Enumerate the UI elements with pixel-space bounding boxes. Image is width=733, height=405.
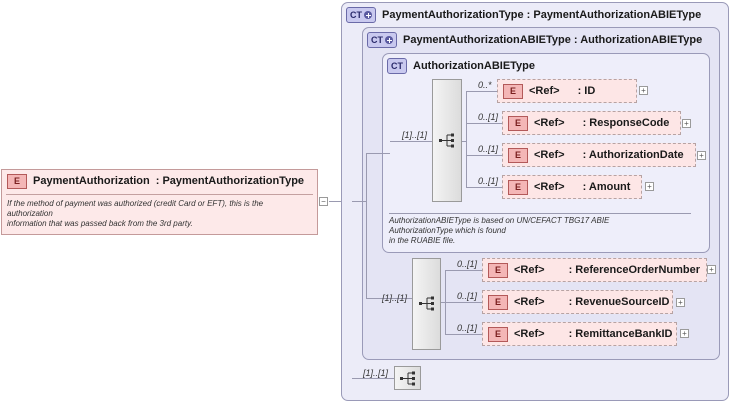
sequence-compositor[interactable] [412,258,441,350]
cardinality-label: [1]..[1] [363,368,389,378]
element-referenceordernumber[interactable]: E <Ref> : ReferenceOrderNumber [482,258,707,282]
expand-toggle[interactable]: + [639,86,648,95]
expand-toggle[interactable]: + [697,151,706,160]
expand-toggle[interactable]: + [680,329,689,338]
complex-type-icon: CT [346,7,376,23]
sequence-icon [400,371,415,386]
element-name: : RemittanceBankID [568,328,673,340]
cardinality-label: 0..[1] [478,144,499,154]
cardinality-label: 0..[1] [457,291,478,301]
connector-line [466,155,502,156]
connector-line [466,91,497,92]
connector-line [366,298,412,299]
cardinality-label: [1]..[1] [402,130,428,140]
element-name: : ID [577,85,596,97]
ref-label: <Ref> [529,85,560,97]
element-icon: E [7,173,27,189]
connector-line [352,201,366,202]
connector-line [352,378,394,379]
middle-type-title: PaymentAuthorizationABIEType : Authoriza… [403,34,703,46]
element-name: : ReferenceOrderNumber [568,264,701,276]
connector-line [466,187,502,188]
inner-description-line: in the RUABIE file. [389,236,456,245]
root-element-box[interactable]: E PaymentAuthorization : PaymentAuthoriz… [1,169,318,235]
element-remittancebankid[interactable]: E <Ref> : RemittanceBankID [482,322,677,346]
element-authorizationdate[interactable]: E <Ref> : AuthorizationDate [502,143,696,167]
collapse-toggle[interactable]: − [319,197,328,206]
connector-line [445,334,482,335]
ref-label: <Ref> [534,117,565,129]
divider [389,213,691,214]
element-id[interactable]: E <Ref> : ID [497,79,637,103]
cardinality-label: 0..[1] [478,112,499,122]
root-description-line: information that was passed back from th… [7,219,193,228]
element-name: : Amount [582,181,631,193]
sequence-icon [419,296,434,311]
connector-line [466,91,467,187]
element-icon: E [488,294,508,310]
connector-line [441,302,445,303]
expand-toggle[interactable]: + [707,265,716,274]
inner-description-line: AuthorizationType which is found [389,226,506,235]
ref-label: <Ref> [514,296,545,308]
connector-line [390,141,432,142]
cardinality-label: 0..[1] [457,259,478,269]
element-icon: E [488,326,508,342]
complex-type-icon: CT [387,58,407,74]
element-revenuesourceid[interactable]: E <Ref> : RevenueSourceID [482,290,673,314]
cardinality-label: [1]..[1] [382,293,408,303]
divider [6,194,313,195]
element-responsecode[interactable]: E <Ref> : ResponseCode [502,111,681,135]
connector-line [445,270,482,271]
inner-description-line: AuthorizationABIEType is based on UN/CEF… [389,216,610,225]
element-amount[interactable]: E <Ref> : Amount [502,175,642,199]
ref-label: <Ref> [534,181,565,193]
ref-label: <Ref> [534,149,565,161]
root-element-type: : PaymentAuthorizationType [155,175,305,187]
sequence-compositor[interactable] [432,79,462,202]
ref-label: <Ref> [514,328,545,340]
expand-toggle[interactable]: + [676,298,685,307]
cardinality-label: 0..* [478,80,492,90]
root-element-name: PaymentAuthorization [33,175,150,187]
connector-line [366,153,367,298]
element-name: : RevenueSourceID [568,296,670,308]
cardinality-label: 0..[1] [478,176,499,186]
expand-toggle[interactable]: + [645,182,654,191]
connector-line [445,302,482,303]
inner-type-title: AuthorizationABIEType [413,60,536,72]
outer-type-title: PaymentAuthorizationType : PaymentAuthor… [382,9,702,21]
element-icon: E [488,262,508,278]
root-description-line: If the method of payment was authorized … [7,199,264,208]
element-name: : AuthorizationDate [582,149,684,161]
ref-label: <Ref> [514,264,545,276]
element-icon: E [508,179,528,195]
connector-line [329,201,352,202]
complex-type-icon: CT [367,32,397,48]
element-icon: E [508,115,528,131]
element-icon: E [503,83,523,99]
cardinality-label: 0..[1] [457,323,478,333]
element-name: : ResponseCode [582,117,670,129]
root-description-line: authorization [7,209,53,218]
expand-toggle[interactable]: + [682,119,691,128]
sequence-icon [439,133,454,148]
connector-line [462,141,466,142]
sequence-compositor[interactable] [394,366,421,390]
connector-line [466,123,502,124]
connector-line [366,153,390,154]
element-icon: E [508,147,528,163]
